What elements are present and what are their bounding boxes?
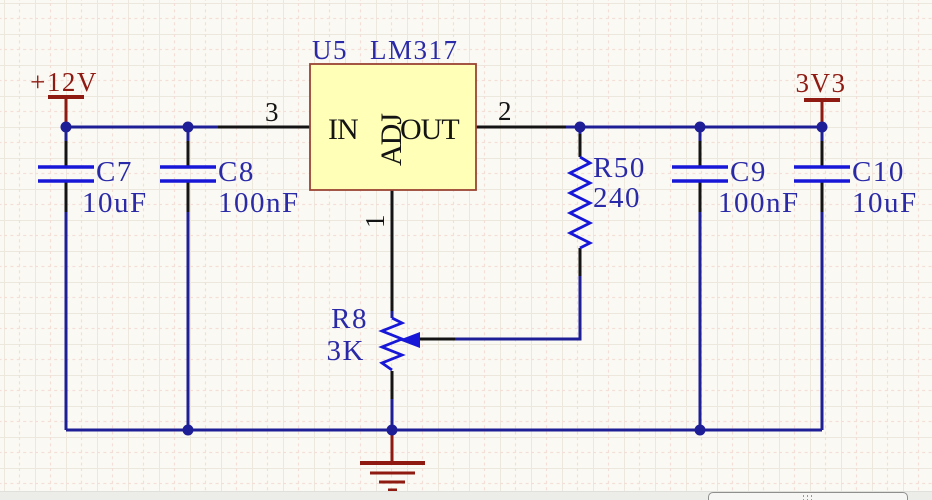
c8-capacitor-symbol[interactable] — [160, 165, 216, 183]
power-port-12v[interactable]: +12V — [30, 67, 98, 124]
c8-value[interactable]: 100nF — [218, 187, 300, 219]
r8-resistor-symbol[interactable] — [378, 316, 406, 372]
c9-designator[interactable]: C9 — [730, 156, 767, 188]
bottom-panel-handle[interactable] — [708, 492, 908, 500]
c10-capacitor-symbol[interactable] — [794, 165, 850, 183]
power-label-12v[interactable]: +12V — [30, 67, 98, 97]
c9-capacitor-symbol[interactable] — [672, 165, 728, 183]
ic-pin-name-adj: ADJ — [375, 113, 408, 166]
ic-pin-name-out: OUT — [400, 113, 459, 146]
ic-pin-name-in: IN — [328, 113, 358, 146]
component-u5-lm317[interactable]: U5 LM317 IN OUT ADJ 3 2 1 — [265, 35, 512, 228]
power-label-3v3[interactable]: 3V3 — [796, 68, 847, 98]
c9-value[interactable]: 100nF — [718, 187, 800, 219]
junction-dot — [182, 121, 194, 133]
c8-designator[interactable]: C8 — [218, 156, 255, 188]
component-c10[interactable]: C10 10uF — [794, 156, 918, 219]
r8-wiper-arrow-icon[interactable] — [399, 332, 420, 348]
ic-body[interactable] — [309, 63, 477, 191]
c10-designator[interactable]: C10 — [852, 156, 905, 188]
component-c9[interactable]: C9 100nF — [672, 156, 800, 219]
r50-resistor-symbol[interactable] — [566, 155, 594, 250]
ic-pin-number-3: 3 — [265, 97, 279, 127]
ic-pin-number-2: 2 — [498, 96, 512, 126]
junction-dot — [182, 424, 194, 436]
c7-capacitor-symbol[interactable] — [38, 165, 94, 183]
ic-pin-number-1: 1 — [360, 214, 390, 228]
ground-symbol[interactable] — [360, 434, 425, 492]
bottom-scrollbar-track[interactable] — [0, 491, 932, 500]
c7-value[interactable]: 10uF — [82, 187, 148, 219]
ic-part-number[interactable]: LM317 — [370, 35, 459, 65]
c10-value[interactable]: 10uF — [852, 187, 918, 219]
junction-dot — [60, 121, 72, 133]
junction-dot — [694, 121, 706, 133]
component-r50[interactable]: R50 240 — [566, 152, 646, 250]
junction-dot — [574, 121, 586, 133]
component-r8-potentiometer[interactable]: R8 3K — [327, 303, 420, 372]
component-c7[interactable]: C7 10uF — [38, 156, 148, 219]
r8-designator[interactable]: R8 — [331, 303, 368, 335]
r50-value[interactable]: 240 — [593, 182, 641, 214]
junction-dots — [60, 121, 828, 436]
grip-dots-icon — [802, 495, 814, 500]
r50-designator[interactable]: R50 — [593, 152, 646, 184]
junction-dot — [386, 424, 398, 436]
ic-designator[interactable]: U5 — [312, 35, 348, 65]
junction-dot — [816, 121, 828, 133]
c7-designator[interactable]: C7 — [96, 156, 133, 188]
r8-value[interactable]: 3K — [327, 335, 365, 367]
r8-leads — [390, 337, 455, 399]
power-port-3v3[interactable]: 3V3 — [796, 68, 847, 124]
component-c8[interactable]: C8 100nF — [160, 156, 300, 219]
junction-dot — [694, 424, 706, 436]
